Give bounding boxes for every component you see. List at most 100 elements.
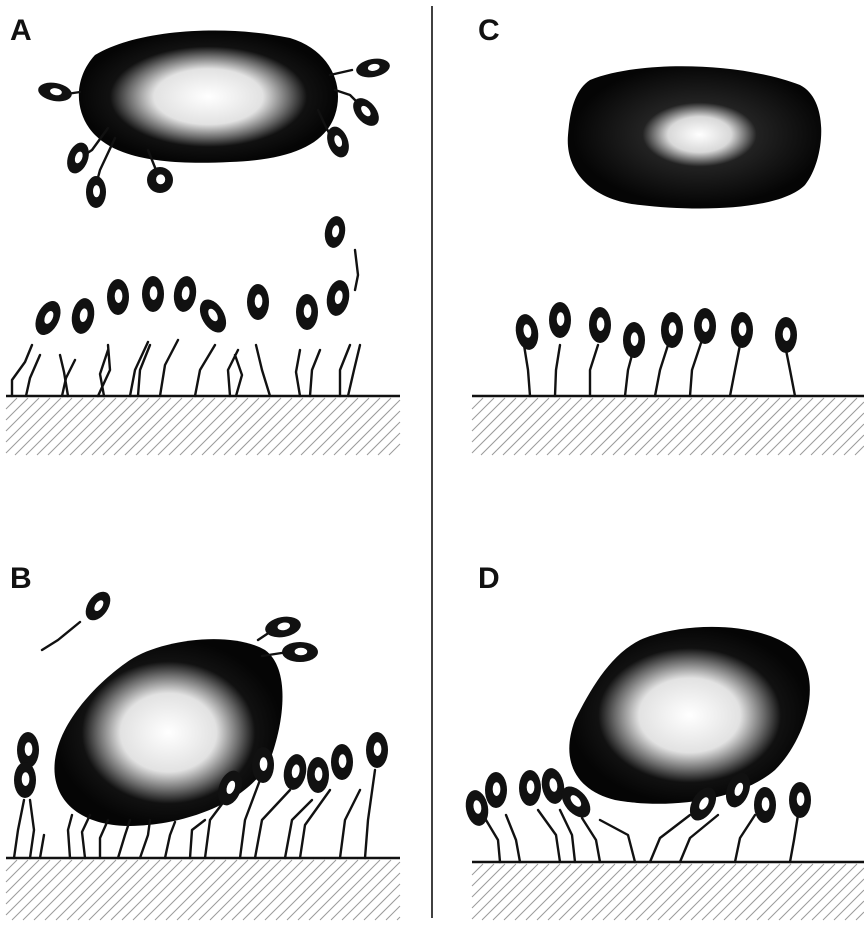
hatch-line (342, 862, 400, 920)
hatch-line (482, 864, 538, 920)
cell-c (568, 66, 821, 208)
glycan-head (513, 312, 541, 351)
hatch-line (213, 398, 270, 455)
glycan-head (30, 297, 65, 339)
hatch-line (690, 398, 747, 455)
glycan-head (107, 279, 129, 315)
panel-label-b: B (10, 562, 32, 595)
hatch-line (724, 864, 780, 920)
hatch-line (504, 864, 560, 920)
glycan-head (549, 302, 571, 338)
hatch-line (364, 884, 400, 920)
hatch-line (331, 860, 391, 920)
hatch-line (548, 864, 604, 920)
hatch-line (856, 912, 864, 920)
hatch-line (199, 860, 259, 920)
hatch-line (712, 398, 769, 455)
hatch-line (312, 398, 369, 455)
hatch-line (45, 860, 105, 920)
hatch-line (702, 864, 758, 920)
hatch-line (254, 860, 314, 920)
hatch-line (570, 864, 626, 920)
hatch-line (800, 398, 857, 455)
hatch-line (514, 398, 571, 455)
hatch-line (647, 864, 703, 920)
glycan-head (623, 322, 645, 358)
hatch-line (701, 398, 758, 455)
hatch-line (844, 435, 864, 455)
glycan-head (147, 167, 173, 193)
hatch-line (89, 860, 149, 920)
hatch-line (789, 398, 846, 455)
hatch-line (493, 864, 549, 920)
hatch-line (257, 398, 314, 455)
glycan-head (307, 757, 329, 793)
hatch-line (767, 398, 824, 455)
hatch-line (169, 398, 226, 455)
hatch-line (472, 398, 516, 442)
hatch-line (202, 398, 259, 455)
hatch-line (581, 864, 637, 920)
glycan-head (17, 732, 39, 768)
hatch-line (822, 413, 864, 455)
hatch-a (6, 398, 400, 455)
hatch-line (378, 433, 400, 455)
hatch-line (472, 398, 527, 453)
hatch-line (592, 864, 648, 920)
hatch-line (279, 398, 336, 455)
glycan-head (194, 295, 231, 337)
hatch-line (723, 398, 780, 455)
hatch-line (525, 398, 582, 455)
hatch-line (276, 860, 336, 920)
hatch-line (301, 398, 358, 455)
panel-a (6, 31, 400, 455)
hatch-line (558, 398, 615, 455)
hatch-line (569, 398, 626, 455)
cell-a (79, 31, 338, 163)
glycan-head (519, 770, 541, 806)
hatch-line (6, 860, 61, 915)
glycan-head (86, 176, 106, 208)
hatch-line (56, 860, 116, 920)
hatch-line (657, 398, 714, 455)
hatch-line (320, 860, 380, 920)
hatch-line (779, 864, 835, 920)
hatch-line (122, 860, 182, 920)
hatch-line (59, 398, 116, 455)
glycan-head (81, 587, 116, 625)
glycan-head (247, 284, 269, 320)
hatch-d (472, 864, 864, 920)
panel-c (472, 66, 864, 455)
glycan-head (366, 732, 388, 768)
hatch-line (210, 860, 270, 920)
hatch-line (389, 444, 400, 455)
glycan-head (355, 56, 392, 80)
hatch-line (811, 402, 864, 455)
hatch-b (6, 860, 400, 920)
glycan-head (63, 140, 93, 177)
hatch-line (235, 398, 292, 455)
hatch-line (67, 860, 127, 920)
panel-b (6, 587, 400, 920)
hatch-line (625, 864, 681, 920)
hatch-c (472, 398, 864, 455)
panel-label-a: A (10, 14, 32, 47)
hatch-line (472, 864, 516, 908)
hatch-line (15, 398, 72, 455)
hatch-line (265, 860, 325, 920)
cell-b (54, 639, 282, 826)
hatch-line (492, 398, 549, 455)
hatch-line (801, 864, 857, 920)
glycan-head (661, 312, 683, 348)
hatch-line (472, 864, 527, 919)
substrate-stems-c (524, 340, 795, 396)
hatch-line (636, 864, 692, 920)
hatch-line (591, 398, 648, 455)
hatch-line (92, 398, 149, 455)
glycan-head (264, 614, 303, 640)
hatch-line (481, 398, 538, 455)
glycan-head (296, 294, 318, 330)
glycan-head (324, 278, 352, 317)
hatch-line (6, 398, 61, 453)
hatch-line (602, 398, 659, 455)
